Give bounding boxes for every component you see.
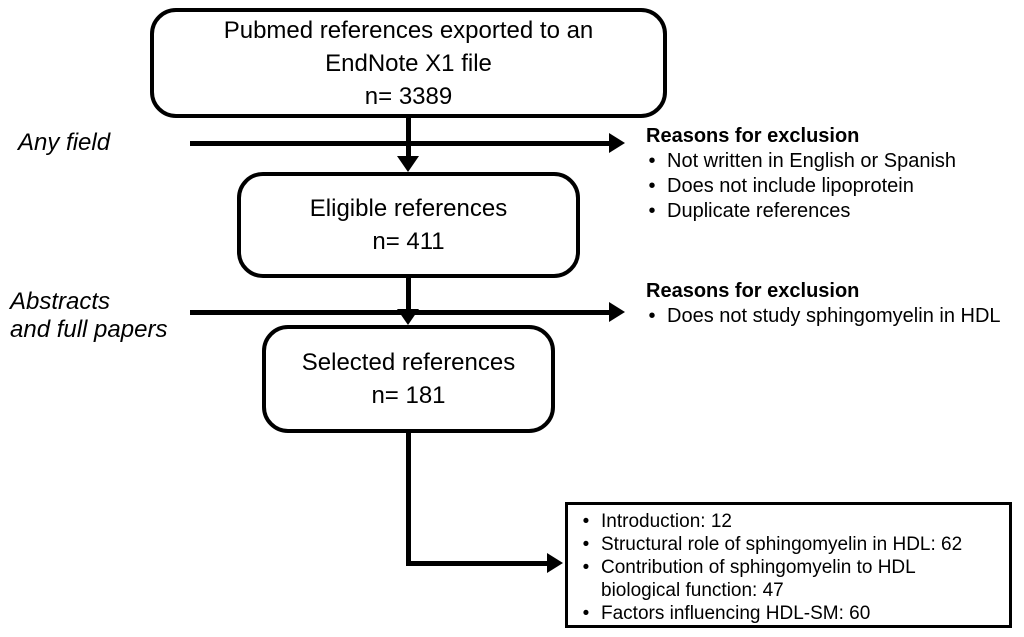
exclusion-arrow-stage2 — [190, 310, 610, 315]
stage-label-line: Abstracts — [10, 288, 111, 315]
category-item: • Factors influencing HDL-SM: 60 — [582, 603, 871, 624]
exclusion-title: Reasons for exclusion — [646, 125, 860, 147]
bullet-icon: • — [582, 511, 590, 532]
stage-label-line: and full papers — [10, 316, 168, 343]
connector-eligible-to-selected — [406, 278, 411, 311]
exclusion-item: • Duplicate references — [646, 199, 1024, 224]
exclusion-item: • Not written in English or Spanish — [646, 149, 1024, 174]
node-title-line: Eligible references — [309, 195, 508, 222]
bullet-icon: • — [648, 150, 656, 172]
arrowhead-right-icon — [609, 302, 625, 322]
selected-references-node: Selected references n= 181 — [262, 325, 555, 433]
category-list: • Introduction: 12 • Structural role of … — [581, 510, 1003, 625]
bullet-icon: • — [648, 175, 656, 197]
connector-selected-to-categories-horizontal — [406, 561, 549, 566]
bullet-icon: • — [582, 534, 590, 555]
connector-selected-to-categories-vertical — [406, 433, 411, 566]
connector-pubmed-to-eligible — [406, 118, 411, 158]
exclusion-reasons-stage2: Reasons for exclusion • Does not study s… — [646, 279, 1024, 329]
bullet-icon: • — [582, 603, 590, 624]
exclusion-arrow-stage1 — [190, 141, 610, 146]
bullet-icon: • — [648, 305, 656, 327]
stage-label-abstracts-full-papers: Abstracts and full papers — [10, 288, 167, 344]
exclusion-item: • Does not include lipoprotein — [646, 174, 1024, 199]
exclusion-title: Reasons for exclusion — [646, 280, 860, 302]
category-item: • Introduction: 12 — [582, 511, 732, 532]
node-count: n= 3389 — [364, 82, 453, 110]
exclusion-item: • Does not study sphingomyelin in HDL — [646, 304, 1024, 329]
arrowhead-right-icon — [609, 133, 625, 153]
bullet-icon: • — [582, 557, 590, 578]
pubmed-export-node: Pubmed references exported to an EndNote… — [150, 8, 667, 118]
exclusion-reasons-stage1: Reasons for exclusion • Not written in E… — [646, 124, 1024, 224]
node-title-line: Pubmed references exported to an — [223, 16, 594, 44]
bullet-icon: • — [648, 200, 656, 222]
node-title-line: Selected references — [301, 349, 516, 376]
category-counts-box: • Introduction: 12 • Structural role of … — [565, 502, 1012, 628]
exclusion-list: • Does not study sphingomyelin in HDL — [646, 304, 1024, 329]
category-item: • Contribution of sphingomyelin to HDL b… — [582, 557, 916, 601]
category-item: • Structural role of sphingomyelin in HD… — [582, 534, 963, 555]
node-count: n= 181 — [371, 382, 446, 409]
node-count: n= 411 — [372, 228, 445, 255]
arrowhead-down-icon — [397, 156, 419, 172]
arrowhead-right-icon — [547, 553, 563, 573]
node-title-line: EndNote X1 file — [325, 49, 492, 77]
exclusion-list: • Not written in English or Spanish • Do… — [646, 149, 1024, 224]
eligible-references-node: Eligible references n= 411 — [237, 172, 580, 278]
stage-label-any-field: Any field — [18, 129, 111, 156]
